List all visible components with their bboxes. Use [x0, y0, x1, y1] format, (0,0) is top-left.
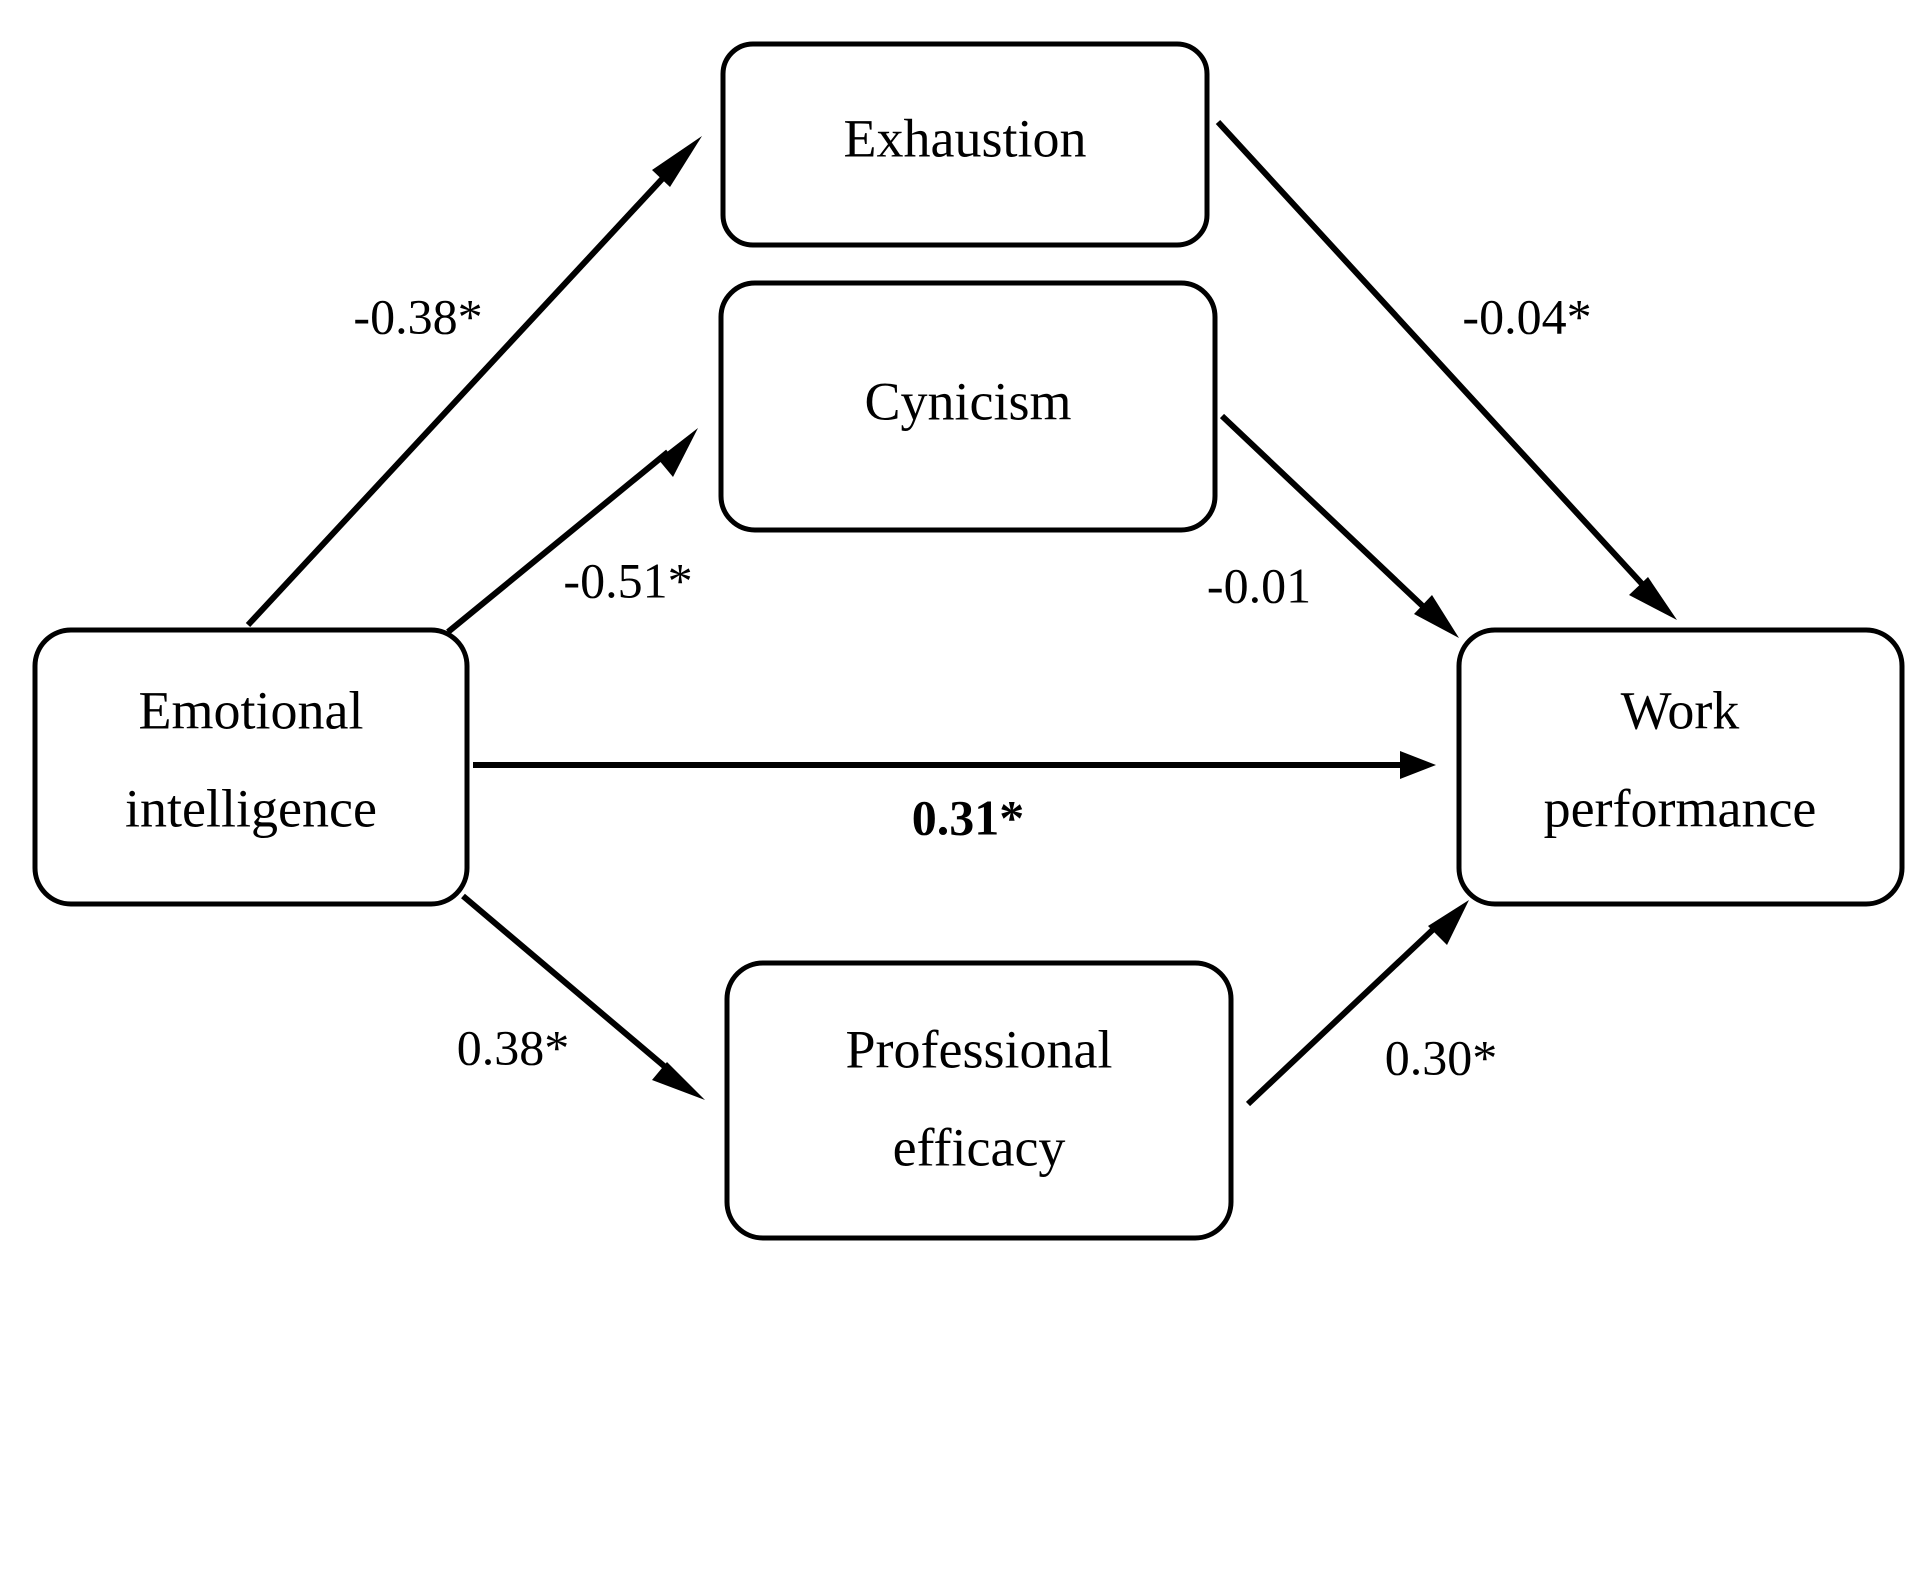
edge-ei-to-exhaustion [245, 136, 702, 628]
node-professional-efficacy: Professional efficacy [724, 960, 1234, 1241]
edge-ei-to-cynicism [446, 428, 698, 635]
node-emotional-intelligence-line2: intelligence [125, 778, 377, 838]
coefficient-exhaustion-performance: -0.04* [1462, 288, 1591, 344]
arrowhead-icon [652, 1062, 705, 1100]
edge-cynicism-to-performance [1219, 413, 1459, 638]
edge-ei-to-efficacy [461, 893, 705, 1100]
coefficient-cynicism-performance: -0.01 [1207, 557, 1311, 613]
node-exhaustion: Exhaustion [720, 41, 1210, 248]
node-emotional-intelligence-line1: Emotional [139, 680, 364, 740]
arrowhead-icon [1400, 751, 1436, 779]
coefficient-efficacy-performance: 0.30* [1385, 1029, 1498, 1085]
arrowhead-icon [1629, 577, 1677, 620]
edge-exhaustion-to-performance [1215, 119, 1677, 620]
arrowhead-icon [1414, 595, 1459, 638]
node-professional-efficacy-line2: efficacy [893, 1117, 1066, 1177]
edge-ei-to-performance [473, 751, 1436, 779]
node-professional-efficacy-line1: Professional [846, 1019, 1113, 1079]
node-cynicism: Cynicism [718, 280, 1218, 533]
coefficient-ei-cynicism: -0.51* [563, 552, 692, 608]
node-cynicism-label: Cynicism [864, 371, 1071, 431]
node-work-performance-line1: Work [1621, 680, 1740, 740]
edge-efficacy-to-performance [1245, 900, 1469, 1107]
arrowhead-icon [652, 136, 702, 187]
node-emotional-intelligence: Emotional intelligence [32, 627, 470, 907]
node-work-performance: Work performance [1456, 627, 1905, 907]
coefficient-ei-exhaustion: -0.38* [353, 288, 482, 344]
arrowhead-icon [658, 428, 698, 477]
node-work-performance-line2: performance [1544, 778, 1817, 838]
arrowhead-icon [1428, 900, 1469, 945]
coefficient-ei-efficacy: 0.38* [457, 1019, 570, 1075]
coefficient-ei-performance: 0.31* [912, 789, 1025, 845]
node-exhaustion-label: Exhaustion [844, 108, 1087, 168]
